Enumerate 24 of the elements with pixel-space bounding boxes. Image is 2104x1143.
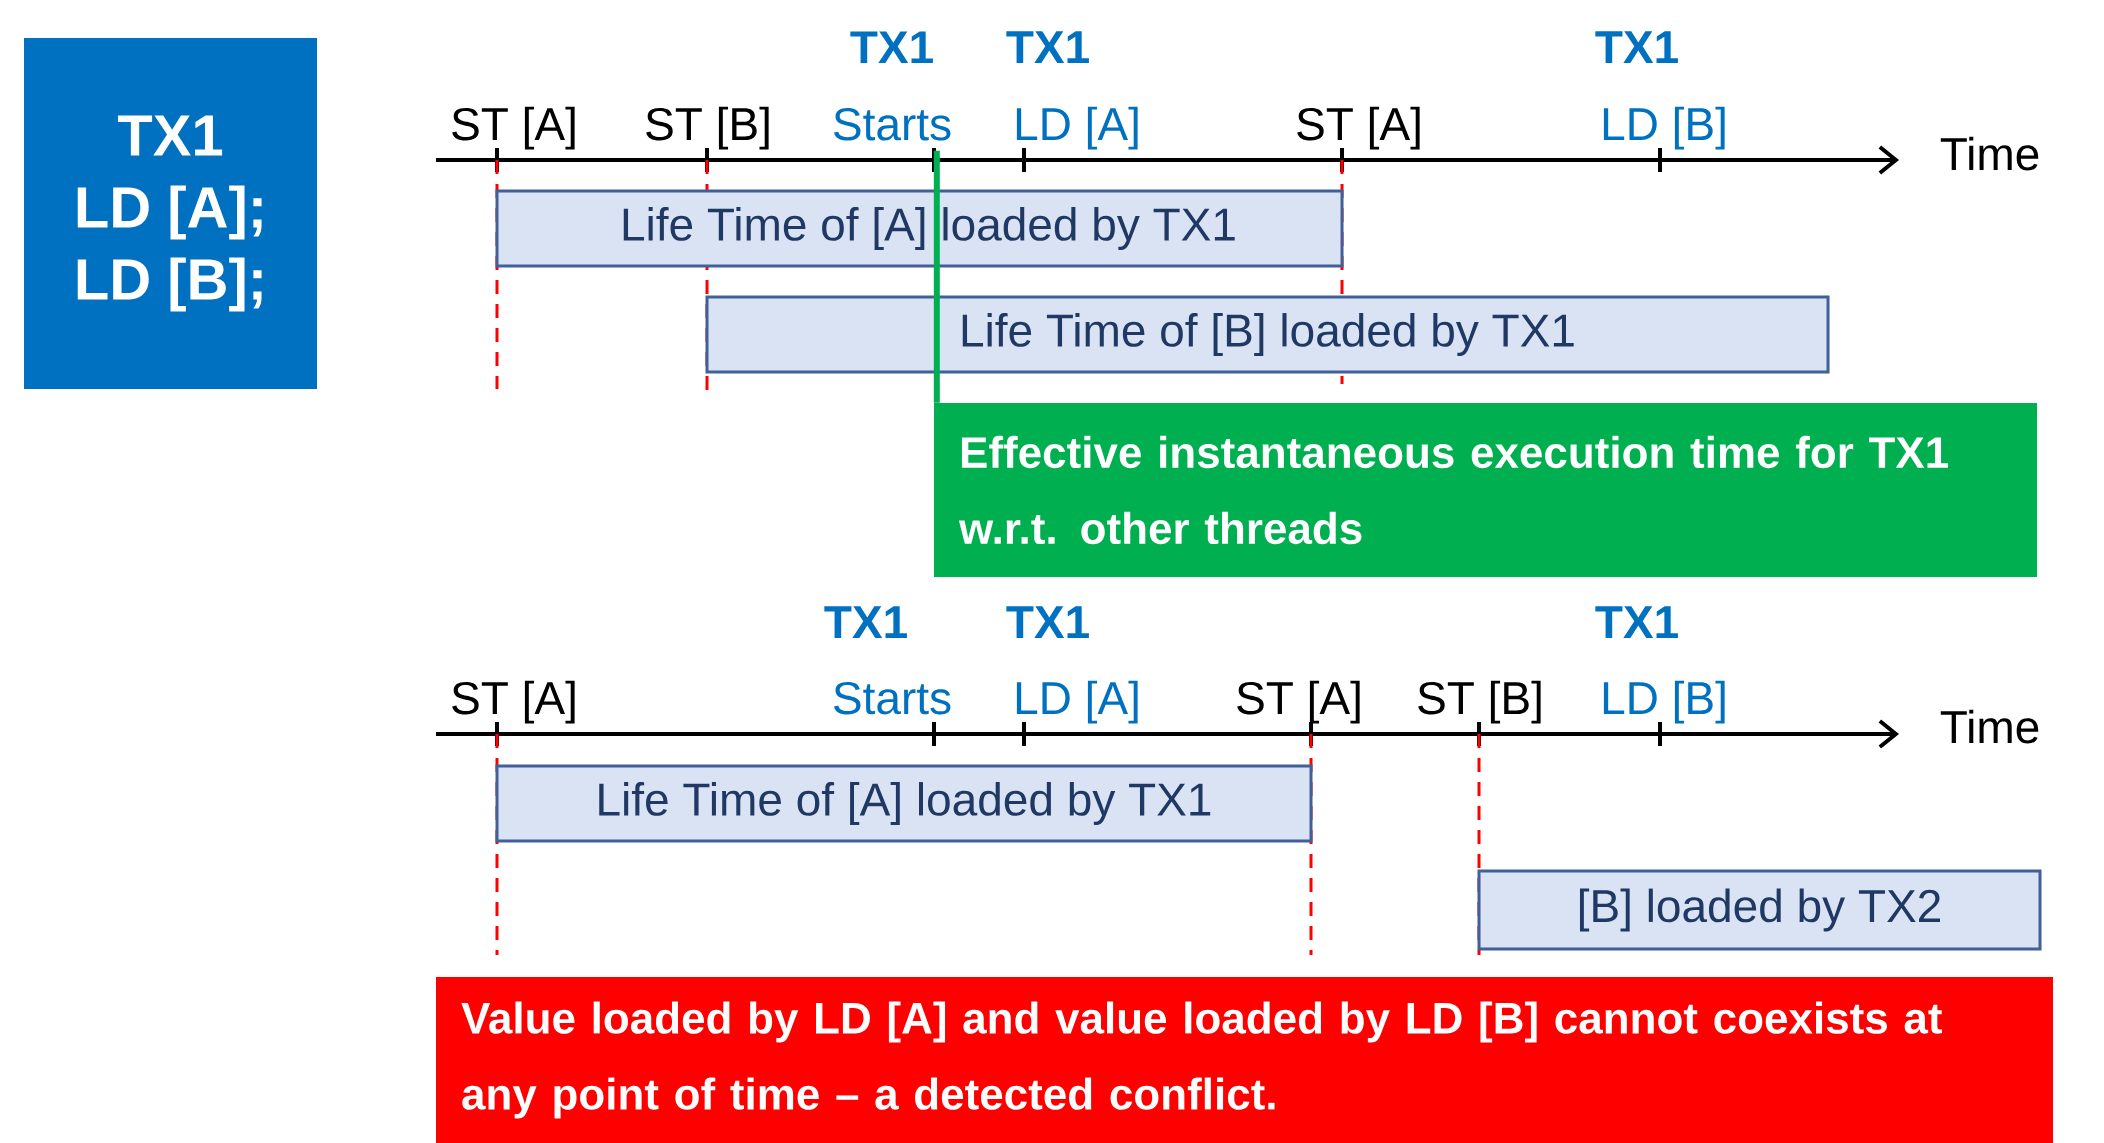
store-label: ST [B] bbox=[1418, 680, 1541, 724]
lifetime-bar: Life Time of [A] loaded by TX1 bbox=[495, 189, 1344, 268]
store-label: ST [A] bbox=[452, 680, 575, 724]
event-label: LD [B] bbox=[1603, 106, 1725, 150]
event-label: TX1 Starts bbox=[834, 31, 951, 141]
note-box: Effective instantaneous execution time for TX1 w.r.t. other threads bbox=[934, 403, 2037, 577]
lifetime-bar: Life Time of [A] loaded by TX1 bbox=[495, 764, 1313, 843]
conflict-box: Value loaded by LD [A] and value loaded by LD [B] cannot coexists at any point of time – a detected conflict. bbox=[436, 977, 2054, 1143]
store-label: ST [A] bbox=[452, 106, 575, 150]
event-label: LD [A] bbox=[1016, 680, 1138, 724]
event-label: TX1 bbox=[1006, 606, 1089, 638]
lifetime-bar: [B] loaded by TX2 bbox=[1477, 869, 2042, 951]
axis-title: Time bbox=[1940, 709, 2039, 744]
event-label: TX1 bbox=[1595, 31, 1678, 63]
event-label: Starts bbox=[834, 681, 951, 715]
leader-line bbox=[933, 150, 940, 403]
code-box: TX1 LD [A]; LD [B]; bbox=[24, 38, 317, 389]
event-label: TX1 bbox=[824, 606, 907, 638]
event-label: LD [B] bbox=[1603, 680, 1725, 724]
store-label: ST [A] bbox=[1237, 680, 1360, 724]
lifetime-bar: Life Time of [B] loaded by TX1 bbox=[705, 295, 1830, 374]
store-label: ST [A] bbox=[1297, 106, 1420, 150]
axis-title: Time bbox=[1940, 136, 2039, 171]
event-label: TX1 bbox=[1006, 31, 1089, 63]
